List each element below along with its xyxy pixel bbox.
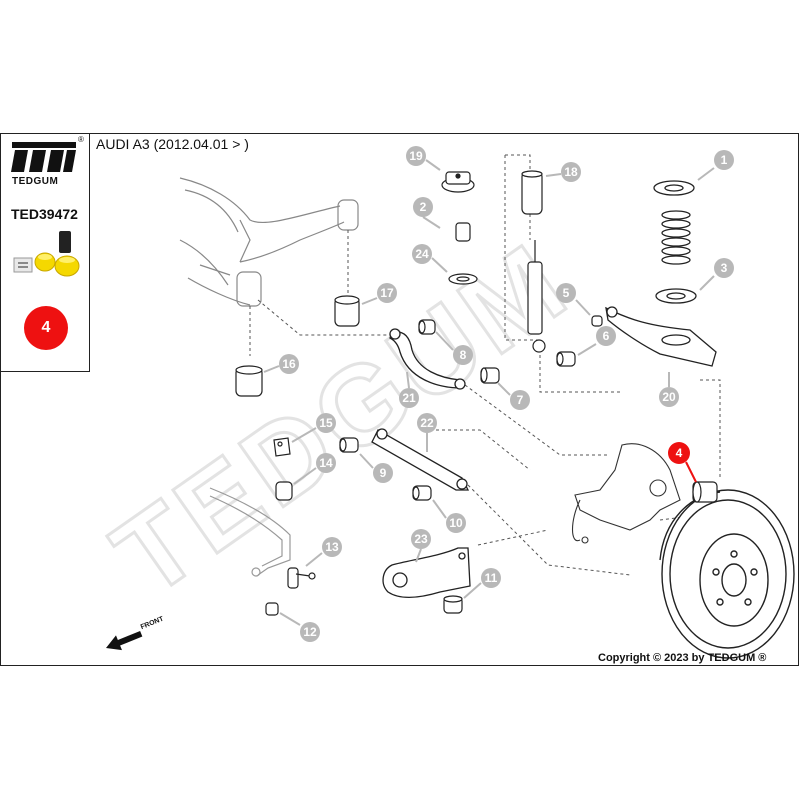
anti-roll-bar [209,487,291,577]
callout-pointers [263,159,715,626]
svg-text:10: 10 [449,516,463,530]
bushing-9 [339,437,359,453]
callout-8: 8 [453,345,473,365]
svg-text:16: 16 [282,357,296,371]
tedgum-logo [11,142,76,172]
svg-text:20: 20 [662,390,676,404]
callout-1: 1 [714,150,734,170]
callout-21: 21 [399,388,419,408]
callout-9: 9 [373,463,393,483]
callouts: 1 2 3 5 6 7 8 9 10 11 12 13 14 15 16 17 … [279,146,734,642]
svg-text:3: 3 [721,261,728,275]
vehicle-title: AUDI A3 (2012.04.01 > ) [96,136,249,152]
part-number: TED39472 [11,206,78,222]
svg-text:9: 9 [380,466,387,480]
bushing-7 [480,367,500,384]
bushing-17 [334,295,360,327]
svg-text:23: 23 [414,532,428,546]
svg-text:1: 1 [721,153,728,167]
registered-mark: ® [78,135,84,144]
callout-4-pointer [685,461,697,483]
svg-text:21: 21 [402,391,416,405]
callout-18: 18 [561,162,581,182]
bushing-4 [692,481,718,503]
highlight-badge: 4 [24,306,68,350]
callout-16: 16 [279,354,299,374]
svg-text:8: 8 [460,348,467,362]
svg-text:13: 13 [325,540,339,554]
bushing-15 [273,437,291,457]
wheel-tire [659,489,795,659]
bushing-8 [418,319,436,335]
svg-text:24: 24 [415,247,429,261]
callout-10: 10 [446,513,466,533]
bushings [235,295,718,616]
callout-7: 7 [510,390,530,410]
bushing-14 [275,481,293,501]
callout-5: 5 [556,283,576,303]
svg-text:4: 4 [676,446,683,460]
bushing-11 [443,595,463,614]
svg-text:6: 6 [603,329,610,343]
subframe [179,177,359,307]
callout-20: 20 [659,387,679,407]
svg-text:22: 22 [420,416,434,430]
svg-text:7: 7 [517,393,524,407]
svg-text:5: 5 [563,286,570,300]
straight-link [371,428,470,491]
callout-11: 11 [481,568,501,588]
bushing-16 [235,365,263,397]
coil-spring [653,180,697,304]
shock-absorber [521,170,546,353]
callout-15: 15 [316,413,336,433]
upper-control-arm [389,328,466,390]
callout-6: 6 [596,326,616,346]
top-mount [441,171,478,285]
svg-text:12: 12 [303,625,317,639]
callout-17: 17 [377,283,397,303]
lower-spring-arm [605,306,717,367]
svg-text:15: 15 [319,416,333,430]
svg-text:14: 14 [319,456,333,470]
copyright: Copyright © 2023 by TEDGUM ® [598,652,767,664]
svg-text:11: 11 [485,571,498,585]
diagram-frame [0,133,799,666]
stabilizer-link [287,567,316,589]
callout-24: 24 [412,244,432,264]
wheel-carrier [571,443,681,544]
svg-text:18: 18 [564,165,578,179]
callout-2: 2 [413,197,433,217]
svg-text:2: 2 [420,200,427,214]
bushing-5 [591,315,603,327]
brand-name: TEDGUM [12,176,59,187]
callout-4-highlight: 4 [668,442,690,464]
callout-23: 23 [411,529,431,549]
callout-14: 14 [316,453,336,473]
callout-12: 12 [300,622,320,642]
callout-22: 22 [417,413,437,433]
product-thumbnail [13,231,80,277]
callout-19: 19 [406,146,426,166]
svg-text:19: 19 [409,149,423,163]
callout-3: 3 [714,258,734,278]
trailing-arm [382,547,471,598]
bushing-10 [412,485,432,501]
product-sidebar [0,133,90,372]
svg-text:17: 17 [380,286,394,300]
bushing-12 [265,602,279,616]
callout-13: 13 [322,537,342,557]
leader-lines [249,154,721,576]
bushing-6 [556,351,576,367]
